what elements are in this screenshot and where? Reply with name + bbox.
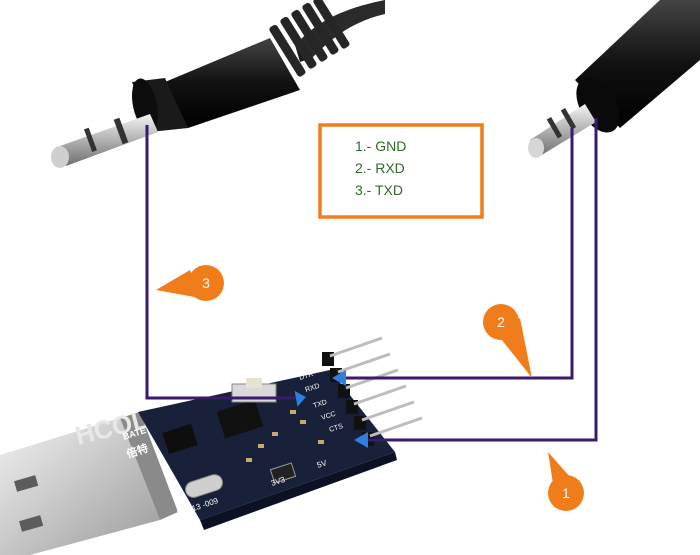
wire-txd	[145, 125, 302, 400]
legend-box	[318, 123, 484, 219]
arrow-txd	[294, 390, 306, 407]
left-audio-jack	[51, 0, 385, 168]
header-pin	[361, 400, 415, 422]
pin-label-3v3: 3V3	[270, 475, 287, 488]
legend-item-gnd: 1.- GND	[355, 138, 406, 154]
pin-label-vcc: VCC	[320, 411, 336, 422]
callout-3: 3	[156, 265, 224, 301]
legend-item-txd: 3.- TXD	[355, 182, 403, 198]
right-audio-jack	[528, 0, 700, 158]
legend-list: 1.- GND 2.- RXD 3.- TXD	[355, 138, 406, 198]
header-pin	[337, 352, 391, 374]
callout-1: 1	[548, 452, 584, 511]
wires	[145, 118, 598, 442]
board-brand-cn: 倍特	[125, 441, 150, 461]
usb-connector: HCOL	[0, 404, 178, 555]
pin-label-cts: CTS	[328, 423, 344, 434]
pin-label-txd: TXD	[312, 399, 327, 410]
arrow-gnd	[354, 432, 368, 448]
callout-1-number: 1	[562, 485, 570, 501]
pin-label-5v: 5V	[316, 458, 329, 470]
header-pin	[353, 384, 407, 406]
callout-3-number: 3	[202, 275, 210, 291]
header-pin	[369, 416, 423, 438]
arrow-rxd	[332, 370, 346, 386]
arrowheads	[294, 370, 368, 448]
usb-ttl-board: BATE 倍特 BTE13 -009 betemcu.cn DTRRXDTXDV…	[122, 336, 423, 548]
callout-2-number: 2	[497, 314, 505, 330]
pin-label-dtr: DTR	[298, 371, 314, 382]
header-pin	[329, 336, 383, 358]
wire-gnd	[366, 118, 598, 442]
board-website: betemcu.cn	[138, 527, 180, 548]
legend-item-rxd: 2.- RXD	[355, 160, 405, 176]
pin-label-rxd: RXD	[304, 383, 320, 394]
callout-2: 2	[483, 304, 532, 378]
wire-rxd	[342, 128, 574, 380]
